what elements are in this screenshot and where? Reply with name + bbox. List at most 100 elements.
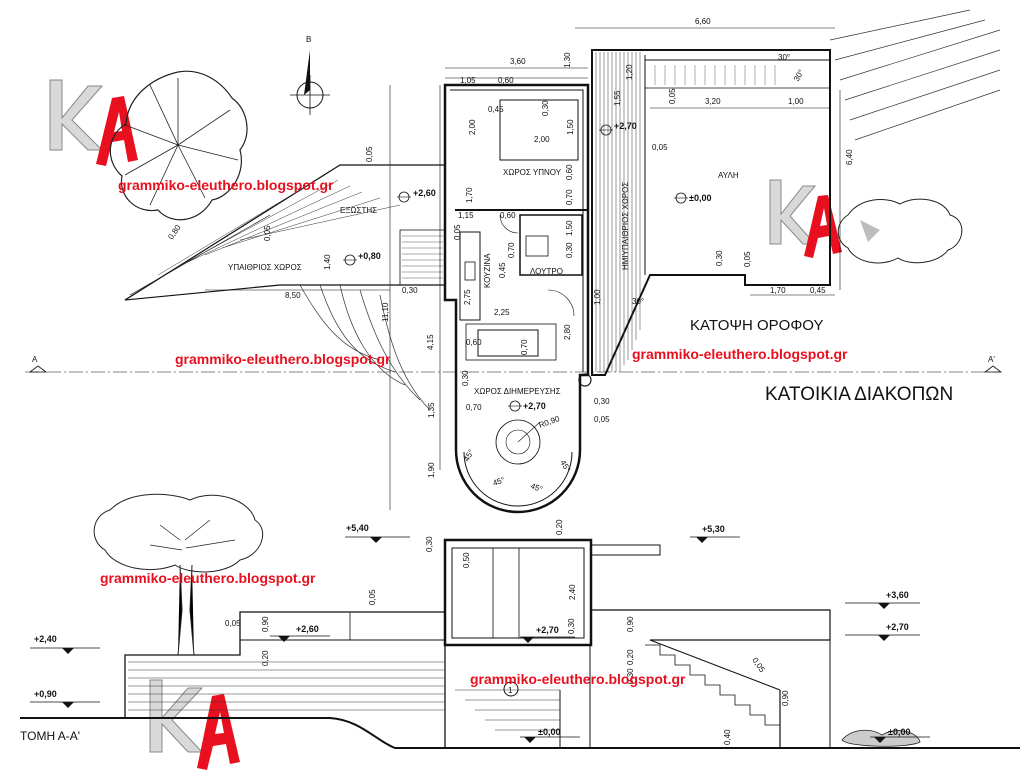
section-marker-number: 1 [508,686,513,695]
dim-070b: 0,70 [507,242,516,258]
dim-150a: 1,50 [566,119,575,135]
room-kitchen: ΚΟΥΖΙΝΑ [483,253,492,288]
sec-dim-030a: 0,30 [425,536,434,552]
tree-elevation-left [93,493,264,656]
svg-text:±0,00: ±0,00 [538,727,560,737]
watermark-4: grammiko-eleuthero.blogspot.gr [100,570,316,586]
dim-190: 1,90 [427,462,436,478]
north-label: Β [306,35,311,44]
level-living: +2,70 [523,401,546,411]
dim-005d: 0,05 [263,225,272,241]
watermark-3: grammiko-eleuthero.blogspot.gr [632,346,848,362]
dim-030f: 0,30 [594,397,610,406]
svg-text:+2,70: +2,70 [886,622,909,632]
tree-plan-top-left [109,70,248,221]
sec-dim-240: 2,40 [568,584,577,600]
dim-005f: 0,05 [453,224,462,240]
level-outdoor: +0,80 [358,251,381,261]
section-levels: +5,40 +5,30 +3,60 +2,70 +2,40 +0,90 +2,6… [30,523,930,743]
sec-dim-020b: 0,20 [261,650,270,666]
room-outdoor: ΥΠΑΙΘΡΙΟΣ ΧΩΡΟΣ [228,263,302,272]
dim-045c: 0,45 [498,262,507,278]
dim-1110: 11,10 [381,302,390,322]
dim-030e: 0,30 [461,370,470,386]
plan-dimension-lines [129,27,841,510]
sec-dim-030b: 0,30 [567,618,576,634]
dim-140: 1,40 [323,254,332,270]
dim-030c: 0,30 [565,242,574,258]
dim-200b: 2,00 [534,135,550,144]
dim-155: 1,55 [613,90,622,106]
level-marker-yard: ±0,00 [674,192,711,204]
watermark-5: grammiko-eleuthero.blogspot.gr [470,671,686,687]
section-elevation: 1 [20,538,1020,749]
dim-angle-45a: 45° [462,448,476,463]
dim-030b: 0,30 [715,250,724,266]
dim-170b: 1,70 [465,187,474,203]
svg-text:+2,70: +2,70 [536,625,559,635]
dim-130: 1,30 [563,52,572,68]
dim-170a: 1,70 [770,286,786,295]
svg-text:+2,40: +2,40 [34,634,57,644]
logo-ka-mid-right [769,179,842,258]
dim-angle-30a: 30° [778,53,790,62]
dim-320: 3,20 [705,97,721,106]
logo-ka-top-left [49,79,138,166]
level-marker-deck: +2,60 [397,188,436,203]
dim-angle-45b: 45° [492,475,506,488]
dim-top-total: 6,60 [695,17,711,26]
dim-045b: 0,45 [810,286,826,295]
level-right-top: +3,60 [845,590,920,609]
sec-dim-050a: 0,50 [462,552,471,568]
drawing-title: ΚΑΤΟΙΚΙΑ ΔΙΑΚΟΠΩΝ [765,384,953,405]
svg-text:+3,60: +3,60 [886,590,909,600]
level-floor-section: +2,70 [520,625,575,643]
room-deck: ΕΞΩΣΤΗΣ [340,206,377,215]
sec-dim-005b: 0,05 [225,619,241,628]
dim-200a: 2,00 [468,119,477,135]
room-bathroom: ΛΟΥΤΡΟ [530,267,563,276]
dim-005a: 0,05 [668,88,677,104]
section-mark-left: Α [32,355,38,364]
dim-280: 2,80 [563,324,572,340]
room-yard: ΑΥΛΗ [718,171,739,180]
dim-150b: 1,50 [565,220,574,236]
dim-060d: 0,60 [466,338,482,347]
dim-060a: 0,60 [498,76,514,85]
dim-angle-30c: 30° [792,68,806,83]
svg-text:+5,30: +5,30 [702,524,725,534]
level-left-lower: +0,90 [30,689,100,708]
sec-dim-090a: 0,90 [261,616,270,632]
level-ground-section: ±0,00 [520,727,580,743]
sec-dim-030c: 0,30 [626,668,635,684]
dim-045a: 0,45 [488,105,504,114]
level-marker-outdoor: +0,80 [343,251,381,266]
room-living: ΧΩΡΟΣ ΔΙΗΜΕΡΕΥΣΗΣ [474,387,561,396]
dim-070d: 0,70 [466,403,482,412]
dim-640: 6,40 [845,149,854,165]
dim-005c: 0,05 [365,146,374,162]
section-mark-right: Α' [988,355,995,364]
shrub-right [837,198,963,264]
level-deck-section: +2,60 [270,624,330,642]
sec-dim-005a: 0,05 [368,589,377,605]
dim-radius: R0,90 [538,414,562,430]
slope-hatch-top-right [829,9,1001,141]
dim-060c: 0,60 [565,164,574,180]
yard-plan: ΗΜΙΥΠΑΙΘΡΙΟΣ ΧΩΡΟΣ ΑΥΛΗ ±0,00 [591,49,831,376]
level-right-mid: +2,70 [845,622,920,641]
watermark-1: grammiko-eleuthero.blogspot.gr [118,177,334,193]
room-bedroom: ΧΩΡΟΣ ΥΠΝΟΥ [503,168,562,177]
dim-angle-30b: 30° [632,297,644,306]
dim-060b: 0,60 [500,211,516,220]
svg-text:+2,60: +2,60 [296,624,319,634]
level-left-upper: +2,40 [30,634,100,654]
dim-005b: 0,05 [652,143,668,152]
plan-dimensions: 6,60 3,60 1,05 0,60 0,45 0,30 2,00 1,50 … [166,17,854,494]
watermark-2: grammiko-eleuthero.blogspot.gr [175,351,391,367]
sec-dim-020a: 0,20 [555,519,564,535]
plan-title: ΚΑΤΟΨΗ ΟΡΟΦΟΥ [690,317,823,334]
terrain-lines-left [299,284,431,411]
